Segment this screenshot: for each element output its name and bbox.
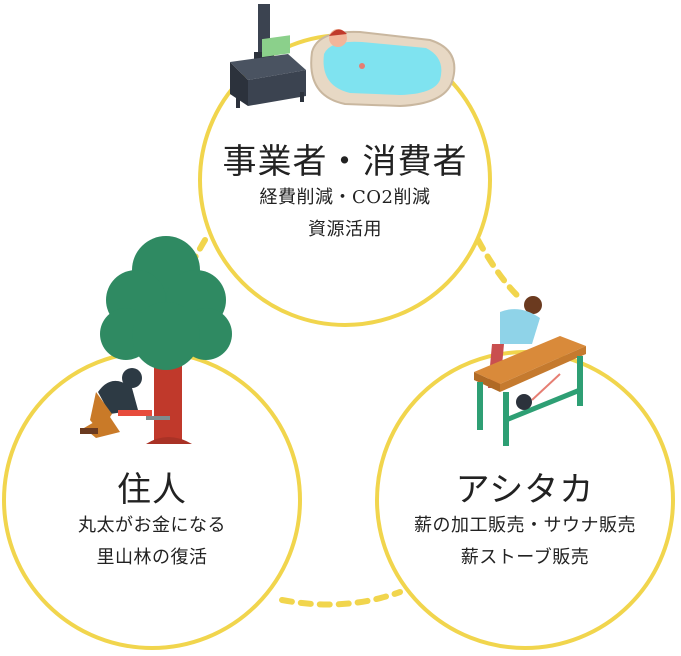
- ashitaka-line-2: 薪ストーブ販売: [460, 547, 590, 568]
- residents-title: 住人: [117, 470, 187, 510]
- residents-line-1: 丸太がお金になる: [78, 515, 226, 536]
- ashitaka-title: アシタカ: [455, 470, 595, 510]
- ashitaka-line-1: 薪の加工販売・サウナ販売: [414, 515, 636, 536]
- business-title: 事業者・消費者: [222, 142, 468, 182]
- woodworker-icon: [474, 296, 586, 446]
- lumberjack-icon: [80, 368, 170, 438]
- business-label: 事業者・消費者 経費削減・CO2削減 資源活用: [195, 142, 495, 246]
- connector-residents-ashitaka: [279, 589, 403, 608]
- business-line-1: 経費削減・CO2削減: [259, 187, 431, 208]
- connector-business-ashitaka: [475, 237, 525, 303]
- hot-bath-icon: [310, 29, 456, 108]
- wood-stove-icon: [230, 4, 306, 108]
- tree-icon: [100, 236, 232, 444]
- ashitaka-label: アシタカ 薪の加工販売・サウナ販売 薪ストーブ販売: [385, 470, 665, 574]
- business-line-2: 資源活用: [308, 219, 382, 240]
- residents-label: 住人 丸太がお金になる 里山林の復活: [22, 470, 282, 574]
- residents-line-2: 里山林の復活: [96, 547, 208, 568]
